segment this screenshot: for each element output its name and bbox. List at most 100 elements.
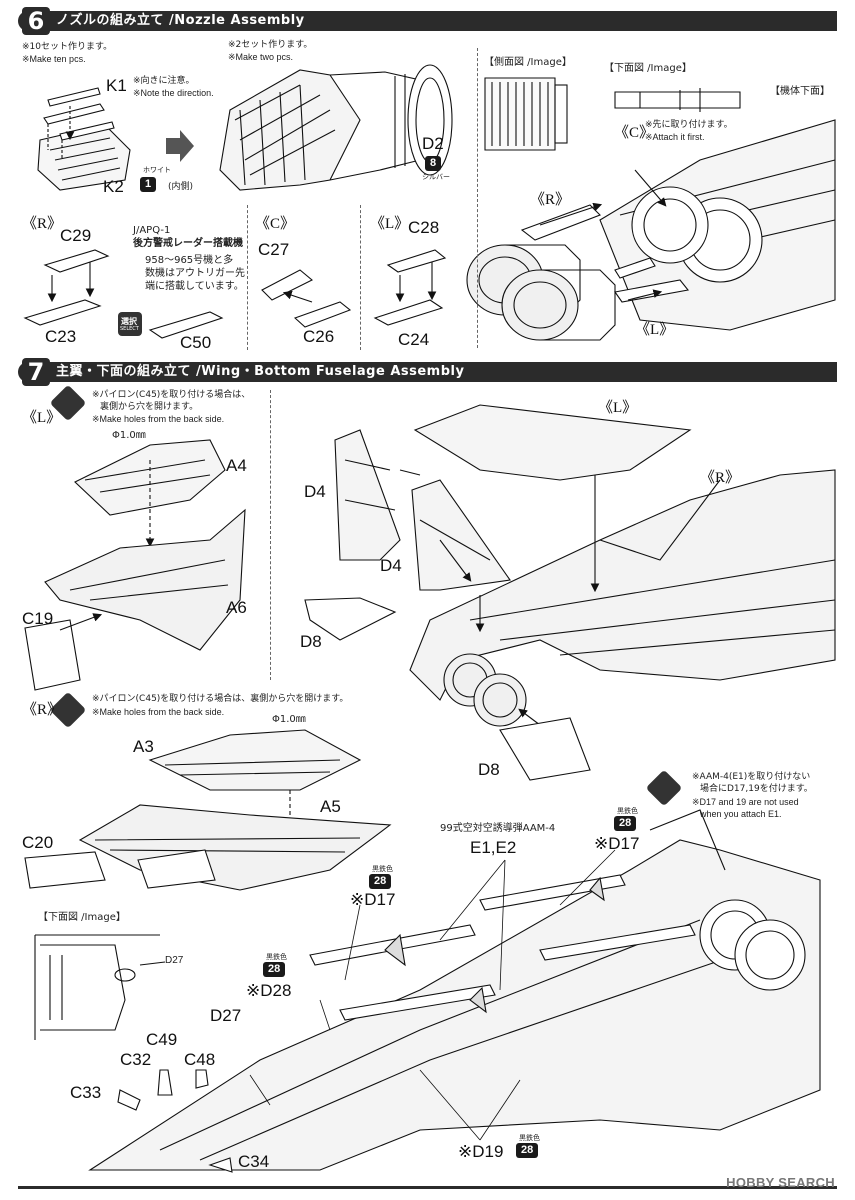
step7-header-bar <box>18 362 837 382</box>
c-fairing-drawing <box>261 269 352 328</box>
k1-k2-nozzle-drawing <box>37 87 131 191</box>
step7-number: 7 <box>22 358 50 386</box>
part-c33: C33 <box>70 1083 102 1102</box>
part-d27-inset: D27 <box>165 955 184 966</box>
part-d4-b: D4 <box>380 556 402 575</box>
r-side-label-top: 《R》 <box>530 192 571 208</box>
select-badge-jp-step6: 選択 <box>121 317 137 326</box>
part-d2: D2 <box>422 134 444 153</box>
part-d4-a: D4 <box>304 482 326 501</box>
c-side-label-top: 《C》 <box>614 125 655 141</box>
hole-size-r: Φ1.0㎜ <box>272 714 306 725</box>
bottom-fuselage-assembly-drawing <box>409 469 836 781</box>
gunmetal-label-d17: 黒鉄色 <box>372 865 393 873</box>
page-bottom-rule <box>18 1186 837 1189</box>
note-attach-first-en: ※Attach it first. <box>645 132 705 142</box>
bottom-view-inset-drawing <box>34 934 166 1040</box>
bottom-view-label-step7: 【下面図 /Image】 <box>38 912 126 923</box>
stabilator-d8-drawing <box>304 597 397 641</box>
color-white-label: ホワイト <box>143 166 171 174</box>
divider-step7-left <box>270 390 271 680</box>
bottom-view-small-drawing <box>614 88 741 112</box>
l-fairing-drawing <box>373 249 447 326</box>
bottom-view-label: 【下面図 /Image】 <box>604 63 692 74</box>
vertical-tails-drawing <box>334 429 511 591</box>
radar-line1: J/APQ-1 <box>133 225 171 236</box>
part-c28: C28 <box>408 218 440 237</box>
note-ten-sets-en: ※Make ten pcs. <box>22 54 86 64</box>
part-a3: A3 <box>133 737 154 756</box>
r-side-label-step7: 《R》 <box>22 702 63 718</box>
select-badges <box>51 386 681 805</box>
aam-note-en1: ※D17 and 19 are not used <box>692 797 799 807</box>
step7-title: 主翼・下面の組み立て /Wing・Bottom Fuselage Assembl… <box>56 364 465 379</box>
l-side-label: 《L》 <box>370 216 410 232</box>
aam4-fuselage-drawing <box>88 809 821 1173</box>
c50-alt-drawing <box>118 311 224 339</box>
part-c24: C24 <box>398 330 430 349</box>
r-side-label: 《R》 <box>22 216 63 232</box>
aam-note-en2: when you attach E1. <box>700 809 782 819</box>
part-c50: C50 <box>180 333 212 352</box>
gunmetal-chip-d17-top: 28 <box>614 816 637 831</box>
part-d19: ※D19 <box>458 1142 504 1161</box>
part-c34: C34 <box>238 1152 270 1171</box>
r-side-label-wing: 《R》 <box>700 470 741 486</box>
aam-note-jp1: ※AAM-4(E1)を取り付けない <box>692 772 811 782</box>
pylon-note-r-jp: ※パイロン(C45)を取り付ける場合は、裏側から穴を開けます。 <box>92 694 349 704</box>
fuselage-rear-nozzles-drawing <box>466 119 836 341</box>
select-badge-en-step6: SELECT <box>120 326 139 332</box>
part-k1: K1 <box>106 76 127 95</box>
upper-left-wing-drawing <box>413 404 692 481</box>
gunmetal-label-d28: 黒鉄色 <box>266 953 287 961</box>
part-c20: C20 <box>22 833 54 852</box>
color-white-chip: 1 <box>140 177 157 192</box>
part-c32: C32 <box>120 1050 152 1069</box>
color-silver-chip: 8 <box>425 156 442 171</box>
right-wing-drawing <box>24 729 392 891</box>
hole-size-l: Φ1.0㎜ <box>112 430 146 441</box>
gunmetal-label-d19: 黒鉄色 <box>519 1134 540 1142</box>
step6-header-bar <box>18 11 837 31</box>
l-side-label-step7: 《L》 <box>22 410 62 426</box>
radar-line4: 数機はアウトリガー先 <box>145 268 245 279</box>
d2-nozzle-drawing <box>219 64 453 191</box>
part-d17: ※D17 <box>350 890 396 909</box>
part-c29: C29 <box>60 226 92 245</box>
part-a4: A4 <box>226 456 247 475</box>
part-e1-e2: E1,E2 <box>470 838 517 857</box>
next-step-arrow <box>166 130 194 162</box>
note-ten-sets-jp: ※10セット作ります。 <box>22 42 113 52</box>
part-a6: A6 <box>226 598 247 617</box>
part-c26: C26 <box>303 327 335 346</box>
part-d8-a: D8 <box>300 632 322 651</box>
aam4-name: 99式空対空誘導弾AAM-4 <box>440 823 556 834</box>
watermark-logo: HOBBY SEARCH <box>726 1175 835 1190</box>
part-a5: A5 <box>320 797 341 816</box>
aam-note-jp2: 場合にD17,19を付けます。 <box>700 784 813 794</box>
part-k2: K2 <box>103 177 124 196</box>
pylon-note-r-en: ※Make holes from the back side. <box>92 707 225 717</box>
pylon-note-l-jp1: ※パイロン(C45)を取り付ける場合は、 <box>92 390 251 400</box>
r-fairing-drawing <box>23 249 110 326</box>
part-c48: C48 <box>184 1050 216 1069</box>
inner-side-note: (内側) <box>168 182 194 192</box>
part-c23: C23 <box>45 327 77 346</box>
radar-line5: 端に搭載しています。 <box>145 281 244 292</box>
l-side-label-top: 《L》 <box>635 322 675 338</box>
note-direction-jp: ※向きに注意。 <box>133 76 195 86</box>
color-silver-label: シルバー <box>422 173 450 181</box>
part-d17-top: ※D17 <box>594 834 640 853</box>
note-attach-first-jp: ※先に取り付けます。 <box>645 120 733 130</box>
gunmetal-chip-d28: 28 <box>263 962 286 977</box>
side-view-label: 【側面図 /Image】 <box>484 57 572 68</box>
radar-line2: 後方警戒レーダー搭載機 <box>133 238 243 249</box>
part-c27: C27 <box>258 240 290 259</box>
note-direction-en: ※Note the direction. <box>133 88 214 98</box>
divider-step6-c-l <box>360 205 361 350</box>
pylon-note-l-en: ※Make holes from the back side. <box>92 414 225 424</box>
part-d8-b: D8 <box>478 760 500 779</box>
c-side-label: 《C》 <box>255 216 296 232</box>
